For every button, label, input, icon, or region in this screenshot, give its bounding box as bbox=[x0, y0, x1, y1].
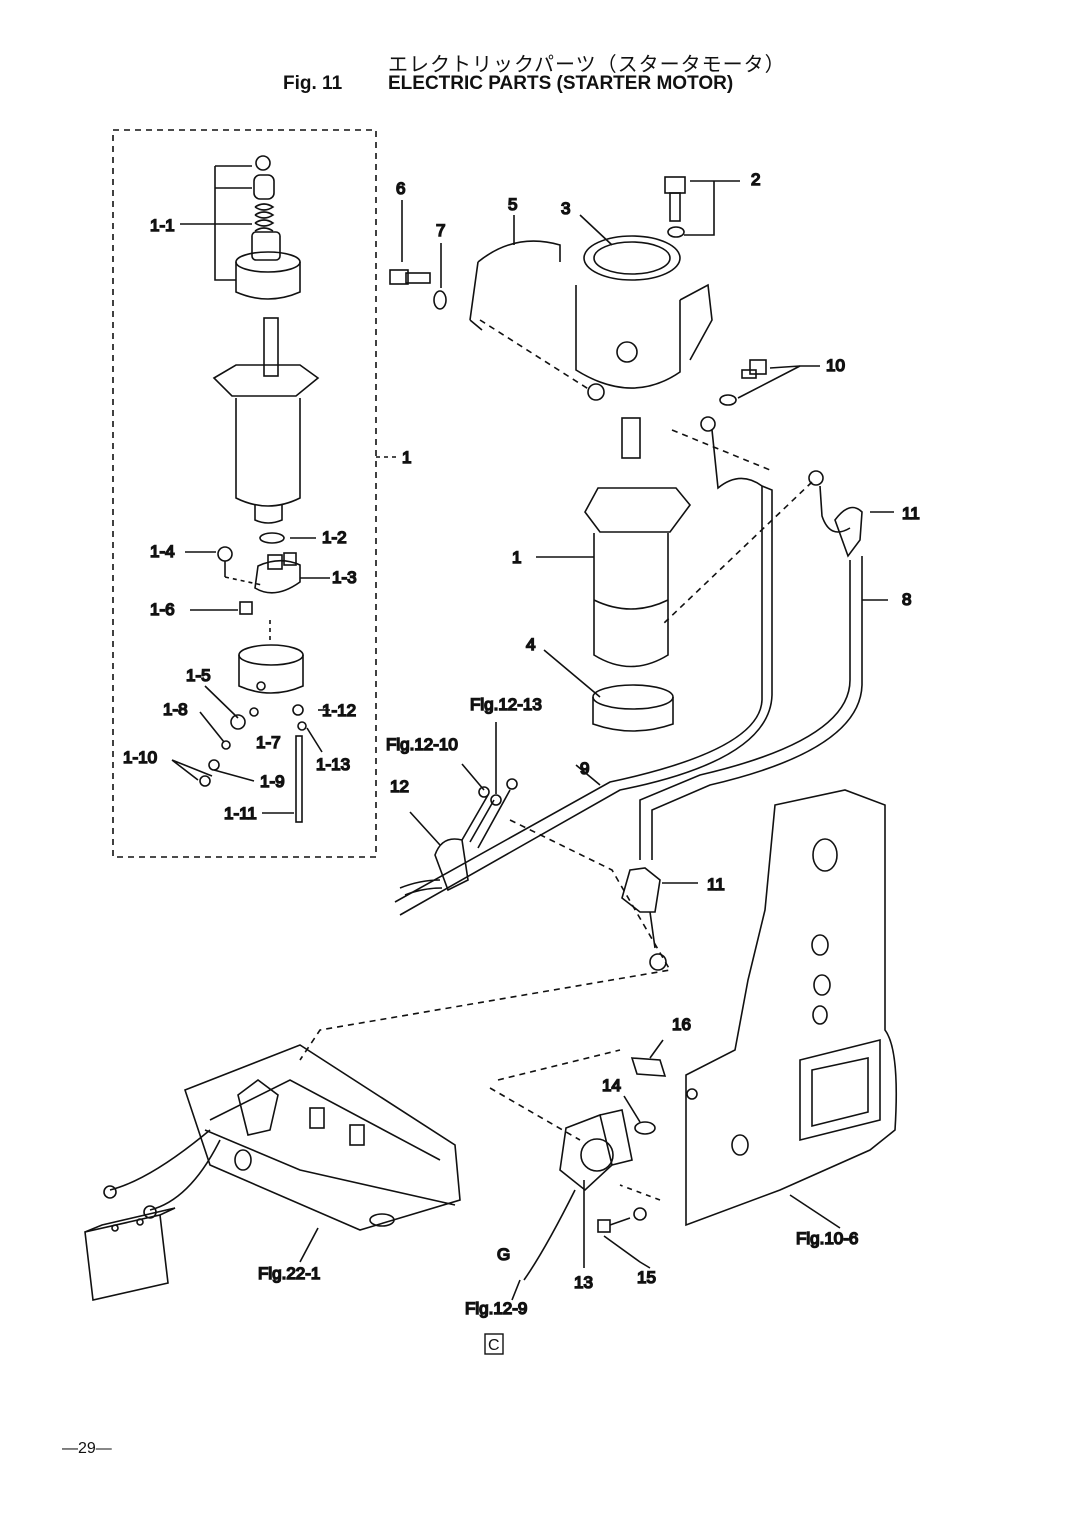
battery-drawing bbox=[84, 1129, 221, 1301]
callout-1-12: 1-12 bbox=[322, 701, 356, 720]
callout-3: 3 bbox=[561, 199, 570, 218]
callout-2: 2 bbox=[751, 170, 760, 189]
bracket-housing-drawing bbox=[575, 235, 713, 401]
pinion-assembly-drawing bbox=[235, 155, 301, 300]
callout-1-9: 1-9 bbox=[260, 772, 285, 791]
section-mark: C bbox=[488, 1337, 500, 1354]
callout-13: 13 bbox=[574, 1273, 593, 1292]
callout-6: 6 bbox=[396, 179, 405, 198]
bolt-10 bbox=[749, 359, 767, 375]
title-japanese: エレクトリックパーツ（スタータモータ） bbox=[388, 52, 786, 76]
callout-9: 9 bbox=[580, 759, 589, 778]
callout-1-8: 1-8 bbox=[163, 700, 188, 719]
bolt-6-drawing bbox=[389, 269, 431, 285]
bolt-15 bbox=[609, 1217, 631, 1226]
collar-14 bbox=[634, 1121, 656, 1135]
battery-cable-8 bbox=[394, 416, 863, 916]
callout-1: 1 bbox=[402, 448, 411, 467]
callout-G: G bbox=[497, 1245, 510, 1264]
seal-ring-4 bbox=[592, 684, 674, 732]
bottom-cowling-outline bbox=[184, 1044, 461, 1231]
bolt-1-11 bbox=[295, 735, 303, 823]
screw-1-4 bbox=[217, 546, 233, 562]
figure-number: Fig. 11 bbox=[283, 73, 343, 94]
callout-1-13: 1-13 bbox=[316, 755, 350, 774]
callout-10: 10 bbox=[826, 356, 845, 375]
starter-armature-drawing bbox=[212, 317, 320, 524]
callout-16: 16 bbox=[672, 1015, 691, 1034]
callout-5: 5 bbox=[508, 195, 517, 214]
callout-1-11: 1-11 bbox=[224, 804, 257, 823]
ref-fig-12-10: Fig.12-10 bbox=[386, 735, 458, 754]
callout-4: 4 bbox=[526, 635, 535, 654]
callout-1-6: 1-6 bbox=[150, 600, 175, 619]
callout-7: 7 bbox=[436, 221, 445, 240]
washer-7 bbox=[433, 290, 447, 310]
callout-11-upper: 11 bbox=[902, 504, 920, 523]
band-clamp-drawing bbox=[469, 240, 561, 331]
callout-1-10: 1-10 bbox=[123, 748, 157, 767]
callout-12: 12 bbox=[390, 777, 409, 796]
plate-16 bbox=[630, 1057, 667, 1077]
brush-holder-drawing bbox=[254, 552, 301, 594]
callout-15: 15 bbox=[637, 1268, 656, 1287]
callout-1-7: 1-7 bbox=[256, 733, 281, 752]
callout-1-1: 1-1 bbox=[150, 216, 175, 235]
title-english: ELECTRIC PARTS (STARTER MOTOR) bbox=[388, 73, 734, 94]
yoke-drawing bbox=[238, 644, 304, 694]
callout-1-5: 1-5 bbox=[186, 666, 211, 685]
ref-fig-10-6: Fig.10-6 bbox=[796, 1229, 858, 1248]
callout-1-4: 1-4 bbox=[150, 542, 175, 561]
engine-block-outline bbox=[685, 789, 898, 1227]
ref-fig-22-1: Fig.22-1 bbox=[258, 1264, 320, 1283]
section-mark-box bbox=[484, 1333, 504, 1355]
insulator-1-8 bbox=[230, 714, 246, 730]
callout-1-2: 1-2 bbox=[322, 528, 347, 547]
callout-8: 8 bbox=[902, 590, 911, 609]
callout-1-3: 1-3 bbox=[332, 568, 357, 587]
starter-relay-13 bbox=[559, 1109, 633, 1192]
callout-14: 14 bbox=[602, 1076, 621, 1095]
terminal-1-6 bbox=[239, 601, 253, 615]
terminal-cap-11-lower bbox=[621, 867, 667, 971]
ref-fig-12-13: Fig.12-13 bbox=[470, 695, 542, 714]
washer-1-2 bbox=[259, 532, 285, 544]
callout-11-lower: 11 bbox=[707, 875, 725, 894]
ref-fig-12-9: Fig.12-9 bbox=[465, 1299, 527, 1318]
starter-motor-drawing bbox=[584, 417, 692, 668]
bolt-2 bbox=[664, 176, 686, 194]
page-number: —29— bbox=[62, 1440, 112, 1457]
harness-12 bbox=[399, 778, 518, 896]
callout-starter-1: 1 bbox=[512, 548, 521, 567]
